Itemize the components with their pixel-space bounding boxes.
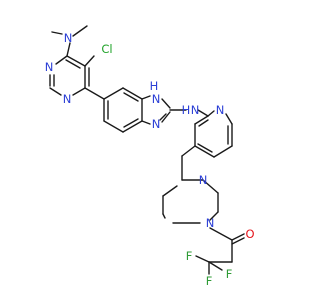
- diagram-background: [0, 0, 300, 300]
- bond: [197, 109, 209, 117]
- bond: [123, 118, 139, 128]
- atom-labels: N Cl N N H N N H N N N N O F F F: [45, 31, 255, 288]
- amine-hydrogen-label: H: [182, 103, 191, 117]
- carbonyl-oxygen-label: O: [245, 227, 254, 241]
- bond: [51, 31, 63, 35]
- bond: [207, 110, 215, 117]
- bond: [209, 227, 233, 241]
- bond: [141, 120, 151, 125]
- chlorine-label: Cl: [101, 42, 112, 56]
- bond: [122, 87, 143, 100]
- bond: [141, 95, 151, 100]
- fluorine-1-label: F: [186, 249, 193, 263]
- bond: [225, 113, 233, 125]
- imidazole-nitrogen-bottom-label: N: [152, 117, 161, 131]
- pyridine-nitrogen-label: N: [216, 103, 225, 117]
- bond: [194, 145, 215, 158]
- bond: [55, 55, 68, 65]
- bond: [66, 42, 71, 57]
- dimethylamino-nitrogen-label: N: [64, 31, 73, 45]
- bond: [72, 87, 86, 96]
- bond: [209, 211, 219, 221]
- fluorine-2-label: F: [206, 274, 213, 288]
- bond: [162, 185, 178, 197]
- bond: [161, 98, 171, 109]
- imidazole-nh-hydrogen-label: H: [150, 79, 159, 93]
- bond: [66, 55, 86, 67]
- bond: [181, 145, 196, 157]
- bond: [84, 87, 105, 100]
- bond: [198, 119, 209, 127]
- bond: [194, 115, 209, 125]
- bond: [122, 120, 143, 133]
- bond: [231, 237, 245, 245]
- fluorine-3-label: F: [226, 267, 233, 281]
- bond: [103, 87, 124, 100]
- bond: [49, 87, 62, 96]
- bond: [231, 233, 245, 241]
- bond: [103, 120, 124, 133]
- piperazine-nitrogen-1-label: N: [199, 173, 208, 187]
- imidazole-nitrogen-top-label: N: [152, 92, 161, 106]
- pyrimidine-nitrogen-1-label: N: [45, 60, 54, 74]
- bond: [162, 213, 166, 219]
- bond: [123, 92, 139, 102]
- bond: [84, 55, 95, 67]
- bond: [195, 255, 210, 263]
- piperazine-nitrogen-2-label: N: [206, 216, 215, 230]
- pyrimidine-nitrogen-2-label: N: [63, 92, 72, 106]
- bond: [159, 113, 167, 121]
- bond: [208, 261, 223, 271]
- bond: [161, 111, 171, 123]
- chemical-structure-diagram: N Cl N N H N N H N N N N O F F F: [0, 0, 300, 300]
- bond: [213, 145, 233, 158]
- bond: [65, 59, 81, 69]
- bond-lines: [49, 25, 245, 275]
- amine-nitrogen-label: N: [191, 103, 200, 117]
- bond: [202, 179, 219, 194]
- bond: [72, 25, 88, 37]
- bond: [197, 143, 213, 153]
